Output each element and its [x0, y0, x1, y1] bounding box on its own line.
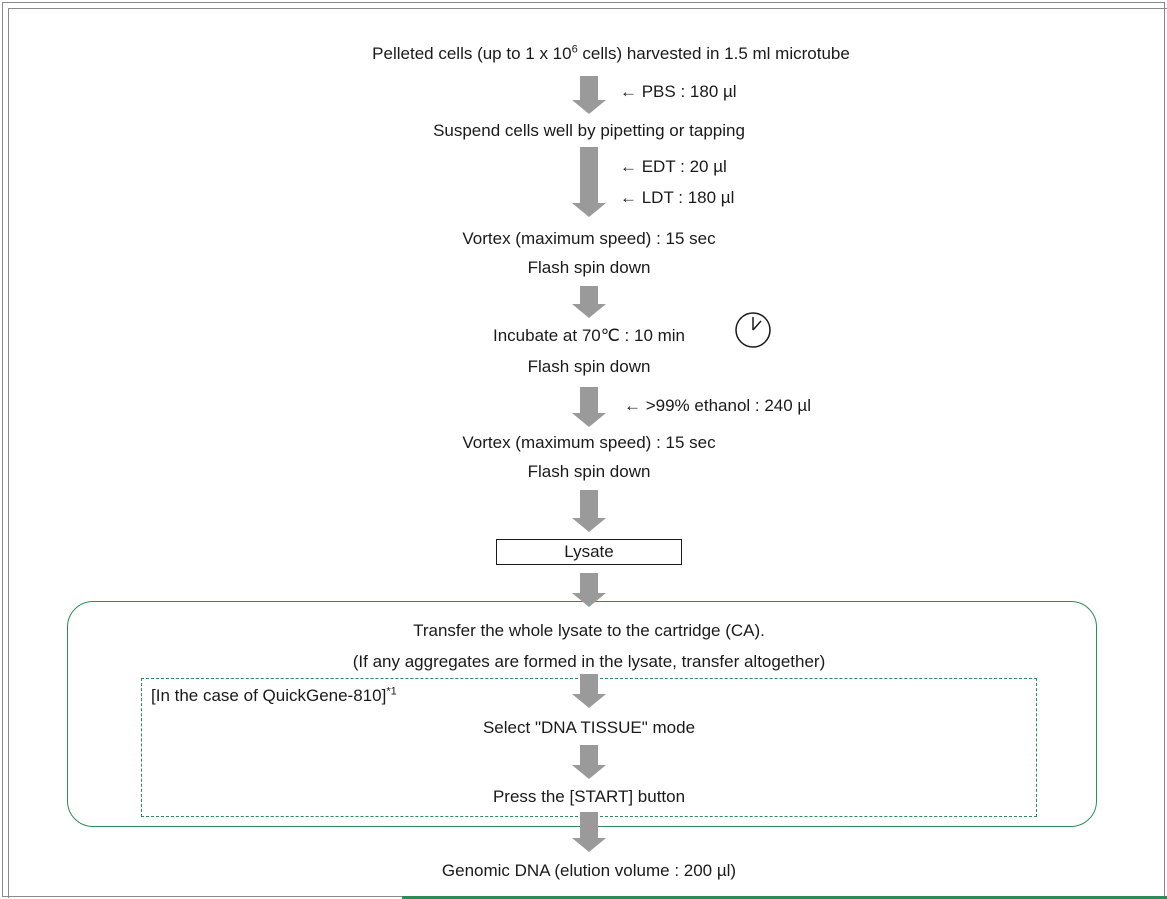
reagent-ethanol: ← >99% ethanol : 240 µl	[624, 396, 811, 415]
bottom-rule	[402, 896, 1167, 899]
lysate-box: Lysate	[496, 539, 682, 565]
down-arrow-icon	[572, 490, 606, 532]
step-select-mode: Select "DNA TISSUE" mode	[482, 718, 696, 737]
down-arrow-icon	[572, 573, 606, 607]
down-arrow-icon	[572, 76, 606, 114]
down-arrow-icon	[572, 674, 606, 708]
step-aggregates-note: (If any aggregates are formed in the lys…	[352, 652, 826, 671]
step-start-exponent: 6	[571, 43, 578, 56]
step-flash-3: Flash spin down	[527, 462, 651, 481]
step-transfer: Transfer the whole lysate to the cartrid…	[413, 621, 765, 640]
inner-frame	[8, 8, 1167, 898]
step-press-start: Press the [START] button	[492, 787, 686, 806]
clock-icon	[735, 312, 771, 348]
down-arrow-icon	[572, 745, 606, 779]
step-genomic-dna: Genomic DNA (elution volume : 200 µl)	[441, 861, 737, 880]
step-vortex-2: Vortex (maximum speed) : 15 sec	[462, 433, 716, 452]
reagent-ldt: ← LDT : 180 µl	[620, 188, 735, 207]
reagent-pbs: ← PBS : 180 µl	[620, 82, 737, 101]
footnote-marker: *1	[386, 685, 397, 698]
step-suspend: Suspend cells well by pipetting or tappi…	[433, 121, 745, 140]
step-start-post: cells) harvested in 1.5 ml microtube	[577, 44, 850, 63]
step-incubate: Incubate at 70℃ : 10 min	[492, 326, 686, 345]
down-arrow-icon	[572, 286, 606, 318]
quickgene-label: [In the case of QuickGene-810]*1	[151, 686, 397, 706]
step-flash-2: Flash spin down	[527, 357, 651, 376]
step-start-pre: Pelleted cells (up to 1 x 10	[372, 44, 572, 63]
quickgene-label-text: [In the case of QuickGene-810]	[151, 686, 387, 705]
reagent-edt: ← EDT : 20 µl	[620, 157, 727, 176]
down-arrow-icon	[572, 387, 606, 427]
down-arrow-icon	[572, 812, 606, 852]
step-flash-1: Flash spin down	[527, 258, 651, 277]
step-start: Pelleted cells (up to 1 x 106 cells) har…	[372, 44, 850, 64]
step-vortex-1: Vortex (maximum speed) : 15 sec	[462, 229, 716, 248]
down-arrow-icon	[572, 147, 606, 217]
